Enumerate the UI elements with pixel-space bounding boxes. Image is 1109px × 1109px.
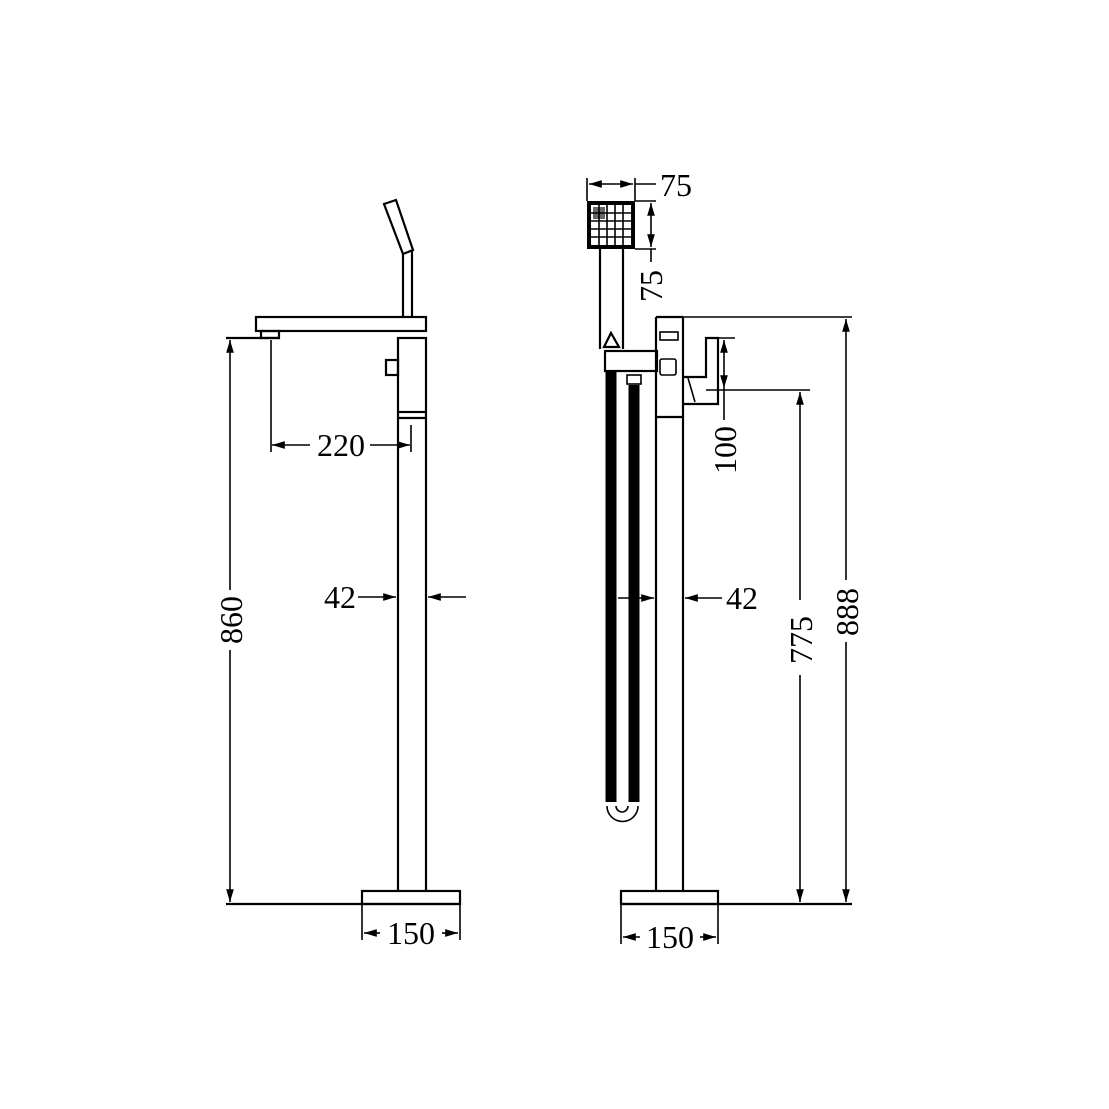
front-view: 75 75 100 775 888 42 150: [586, 167, 865, 955]
dim-42-front: 42: [726, 580, 758, 616]
dim-220: 220: [317, 427, 365, 463]
diverter-button: [659, 358, 677, 376]
mixer-lever: [384, 358, 400, 377]
dim-75-height: 75: [633, 270, 669, 302]
outlet-slot: [659, 331, 679, 341]
side-view: 860 220 42 150: [213, 198, 466, 951]
mixer-handle: [683, 336, 720, 406]
spout: [254, 315, 428, 333]
dim-100: 100: [707, 426, 743, 474]
handshower-side: [382, 198, 415, 316]
handshower-head: [587, 201, 635, 249]
dim-75-width: 75: [660, 167, 692, 203]
mixer-body: [396, 336, 428, 414]
base-plate-front: [619, 889, 720, 906]
dim-888: 888: [829, 588, 865, 636]
holder-bracket: [603, 349, 659, 373]
dim-150-front: 150: [646, 919, 694, 955]
base-plate: [360, 889, 462, 906]
dim-775: 775: [783, 616, 819, 664]
dim-150-side: 150: [387, 915, 435, 951]
hose: [605, 372, 642, 823]
dim-42-side: 42: [324, 579, 356, 615]
dim-860: 860: [213, 596, 249, 644]
